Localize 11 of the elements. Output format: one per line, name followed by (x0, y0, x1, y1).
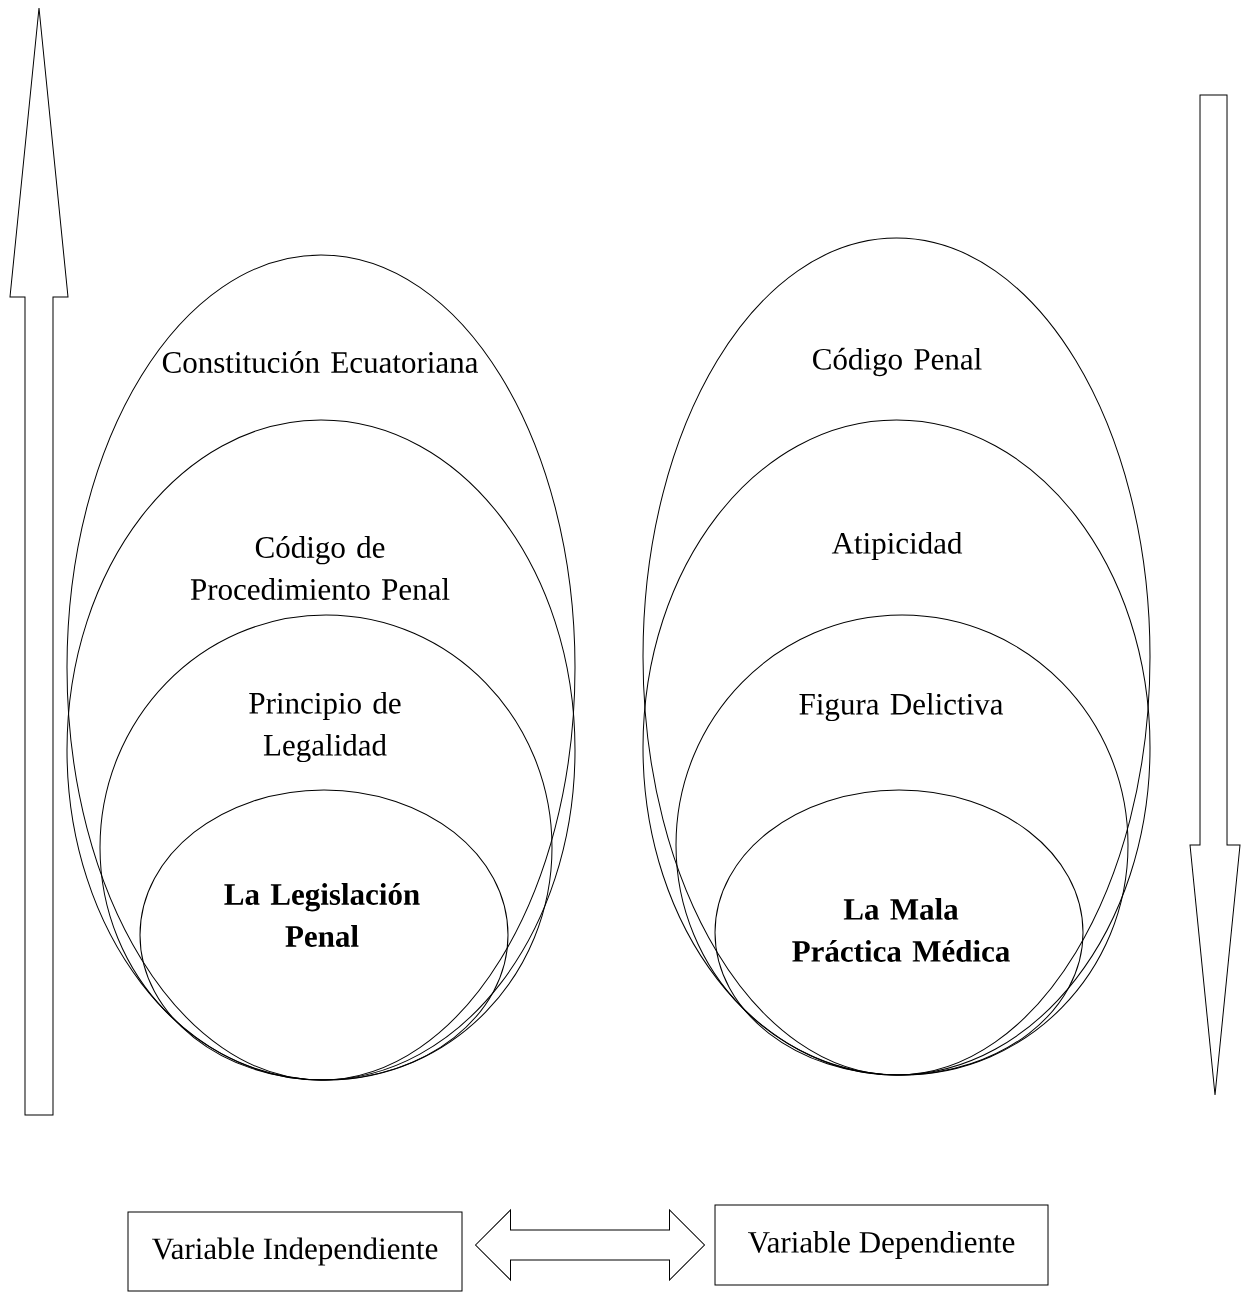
variable-box: Variable Dependiente (714, 1204, 1049, 1286)
ellipse-label: La Mala Práctica Médica (792, 898, 1010, 962)
ellipse-label: Constitución Ecuatoriana (162, 351, 478, 373)
ellipse-label: Código de Procedimiento Penal (190, 536, 450, 600)
ellipse-label: Figura Delictiva (799, 692, 1004, 722)
variable-box: Variable Independiente (127, 1211, 463, 1292)
ellipse-label: Principio de Legalidad (249, 691, 401, 763)
ellipse-label: La Legislación Penal (224, 883, 420, 947)
ellipse-label: Atipicidad (831, 531, 963, 561)
double-arrow (475, 1209, 705, 1281)
ellipse-label: Código Penal (813, 347, 982, 377)
